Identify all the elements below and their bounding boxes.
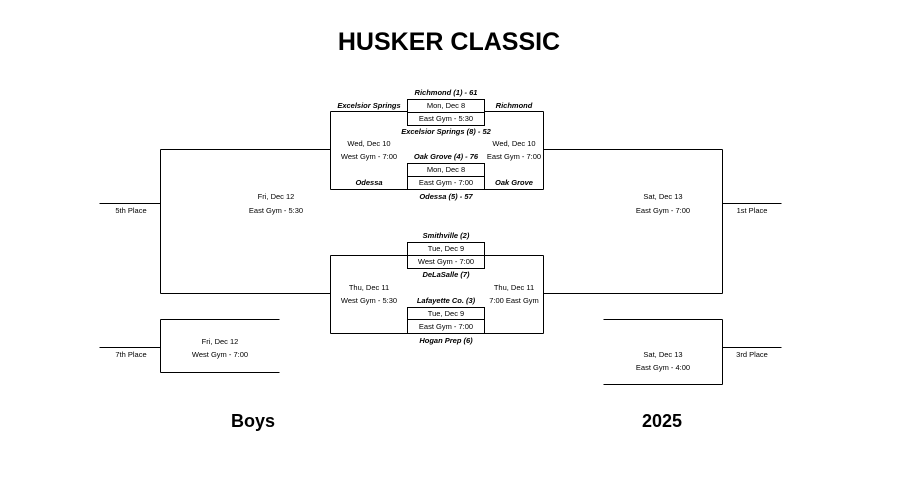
sf-winners-bottom-location: 7:00 East Gym: [489, 296, 539, 305]
qf-third-location: West Gym - 7:00: [417, 257, 475, 266]
qf-second-team1: Oak Grove (4) - 76: [413, 152, 479, 161]
seventh-date: Fri, Dec 12: [201, 337, 239, 346]
sf-consolation-bottom-date: Thu, Dec 11: [348, 283, 390, 292]
sf-consolation-top-date: Wed, Dec 10: [347, 139, 391, 148]
qf-second-winner: Oak Grove: [495, 178, 533, 187]
qf-second-location: East Gym - 7:00: [418, 178, 474, 187]
qf-top-winner: Richmond: [495, 101, 533, 110]
qf-bottom-date: Tue, Dec 9: [427, 309, 465, 318]
qf-third-team2: DeLaSalle (7): [422, 270, 470, 279]
qf-second-date: Mon, Dec 8: [426, 165, 466, 174]
first-location: East Gym - 7:00: [635, 206, 691, 215]
qf-top-loser: Excelsior Springs: [337, 101, 401, 110]
third-label: 3rd Place: [736, 350, 768, 359]
fifth-label: 5th Place: [115, 206, 147, 215]
sf-consolation-bottom-location: West Gym - 5:30: [340, 296, 398, 305]
qf-second-loser: Odessa: [355, 178, 383, 187]
qf-third-team1: Smithville (2): [422, 231, 470, 240]
year-label: 2025: [642, 411, 683, 431]
sf-consolation-top-location: West Gym - 7:00: [340, 152, 398, 161]
qf-bottom-team1: Lafayette Co. (3): [416, 296, 476, 305]
qf-top-team1: Richmond (1) - 61: [414, 88, 478, 97]
seventh-label: 7th Place: [115, 350, 147, 359]
division-label: Boys: [231, 411, 276, 431]
page-title: HUSKER CLASSIC: [337, 28, 561, 56]
seventh-location: West Gym - 7:00: [191, 350, 249, 359]
qf-bottom-box: [407, 307, 485, 334]
third-date: Sat, Dec 13: [643, 350, 683, 359]
first-date: Sat, Dec 13: [643, 192, 683, 201]
sf-winners-top-location: East Gym - 7:00: [486, 152, 542, 161]
qf-second-team2: Odessa (5) - 57: [419, 192, 473, 201]
qf-bottom-location: East Gym - 7:00: [418, 322, 474, 331]
sf-winners-bottom-date: Thu, Dec 11: [493, 283, 535, 292]
qf-bottom-team2: Hogan Prep (6): [419, 336, 473, 345]
qf-third-date: Tue, Dec 9: [427, 244, 465, 253]
qf-top-date: Mon, Dec 8: [426, 101, 466, 110]
sf-winners-top-date: Wed, Dec 10: [492, 139, 536, 148]
qf-top-team2: Excelsior Springs (8) - 52: [401, 127, 491, 136]
qf-top-location: East Gym - 5:30: [418, 114, 474, 123]
first-label: 1st Place: [736, 206, 768, 215]
third-location: East Gym - 4:00: [635, 363, 691, 372]
fifth-location: East Gym - 5:30: [248, 206, 304, 215]
fifth-date: Fri, Dec 12: [257, 192, 295, 201]
